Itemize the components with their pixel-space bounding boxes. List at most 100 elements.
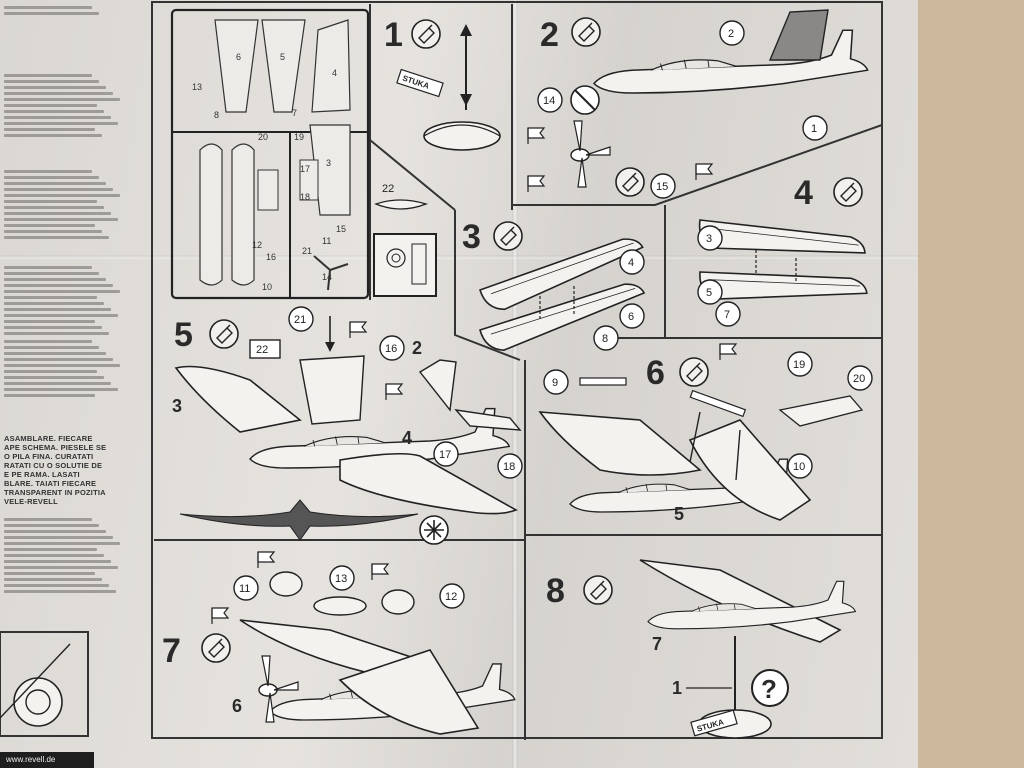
step-number: 7 xyxy=(162,632,181,670)
decal-flag-icon xyxy=(257,551,275,569)
text-line xyxy=(4,548,97,551)
propeller xyxy=(570,120,611,188)
part-callout: 6 xyxy=(232,696,242,716)
wing-left xyxy=(538,411,702,476)
text-line xyxy=(4,236,109,239)
text-line xyxy=(4,224,95,227)
sprue-label: 8 xyxy=(214,110,219,120)
glue-tube-icon xyxy=(615,167,645,197)
display-stand-base xyxy=(423,121,501,151)
decal-flag-icon xyxy=(527,175,545,193)
part-callout: 17 xyxy=(439,449,451,461)
part-callout: 7 xyxy=(652,634,662,654)
part-callout: 20 xyxy=(853,373,865,385)
question-mark-icon: ? xyxy=(751,669,789,707)
text-line xyxy=(4,314,118,317)
text-line xyxy=(4,194,120,197)
text-line xyxy=(4,302,104,305)
text-line xyxy=(4,560,111,563)
part-callout: 4 xyxy=(628,257,634,269)
text-line xyxy=(4,206,104,209)
text-line xyxy=(4,110,104,113)
stabilizer xyxy=(454,409,522,431)
sprue-label: 4 xyxy=(332,68,337,78)
sprue-label: 17 xyxy=(300,164,310,174)
step-number: 8 xyxy=(546,572,565,610)
text-line xyxy=(4,104,97,107)
text-line xyxy=(4,134,102,137)
part-callout: 12 xyxy=(445,591,457,603)
text-line xyxy=(4,278,106,281)
text-line xyxy=(4,212,111,215)
canopy-detail: 22 xyxy=(373,183,437,297)
text-line xyxy=(4,346,99,349)
text-line xyxy=(4,364,120,367)
glue-tube-icon xyxy=(209,319,239,349)
glue-tube-icon xyxy=(833,177,863,207)
decal-flag-icon xyxy=(371,563,389,581)
glue-tube-icon xyxy=(201,633,231,663)
landing-gear-fairing xyxy=(381,589,415,615)
step-number: 6 xyxy=(646,354,665,392)
side-text-heading: ASAMBLARE. FIECARE APE SCHEMA. PIESELE S… xyxy=(4,434,107,506)
no-glue-icon xyxy=(570,85,600,115)
text-block-lines xyxy=(4,266,120,338)
part-callout: 14 xyxy=(543,95,555,107)
glue-tube-icon xyxy=(583,575,613,605)
text-line xyxy=(4,530,106,533)
step-4: 4 3 5 7 xyxy=(693,174,870,327)
text-line xyxy=(4,74,92,77)
sprue-label: 3 xyxy=(326,158,331,168)
text-block-lines xyxy=(4,6,99,18)
decal-flag-icon xyxy=(527,127,545,145)
text-line xyxy=(4,290,120,293)
part-callout: 18 xyxy=(503,461,515,473)
glue-tube-icon xyxy=(411,19,441,49)
part-callout: 9 xyxy=(552,377,558,389)
text-line xyxy=(4,128,95,131)
text-line xyxy=(4,176,99,179)
part-callout: 1 xyxy=(672,678,682,698)
text-line xyxy=(4,524,99,527)
part-callout: 19 xyxy=(793,359,805,371)
panel-separators xyxy=(154,4,883,740)
text-line xyxy=(4,170,92,173)
part-callout: 13 xyxy=(335,573,347,585)
text-line xyxy=(4,230,102,233)
decal-flag-icon xyxy=(695,163,713,181)
sprue-label: 19 xyxy=(294,132,304,142)
glue-tube-icon xyxy=(571,17,601,47)
text-block-lines xyxy=(4,518,120,596)
step-8: 8 STUKA 7 1 ? xyxy=(546,559,856,739)
text-line xyxy=(4,578,102,581)
text-line xyxy=(4,572,95,575)
part-label-22: 22 xyxy=(382,183,394,195)
text-line xyxy=(4,80,99,83)
text-line xyxy=(4,518,92,521)
text-block-lines xyxy=(4,170,120,242)
sprue-part-4 xyxy=(311,19,351,113)
step-3: 3 4 6 8 xyxy=(462,218,651,355)
text-line xyxy=(4,542,120,545)
part-callout: 6 xyxy=(628,311,634,323)
cropped-diagram-fragment xyxy=(0,631,89,737)
sprue-label: 20 xyxy=(258,132,268,142)
text-line xyxy=(4,370,97,373)
text-line xyxy=(4,394,95,397)
text-line xyxy=(4,358,113,361)
text-line xyxy=(4,332,109,335)
part-callout: 2 xyxy=(412,338,422,358)
step-number: 5 xyxy=(174,316,193,354)
part-callout: 3 xyxy=(172,396,182,416)
wing xyxy=(639,559,842,643)
text-line xyxy=(4,590,116,593)
text-line xyxy=(4,352,106,355)
text-line xyxy=(4,12,99,15)
text-line xyxy=(4,584,109,587)
part-callout: 8 xyxy=(602,333,608,345)
glue-tube-icon xyxy=(679,357,709,387)
canopy-part xyxy=(299,355,365,425)
sprue-label: 16 xyxy=(266,252,276,262)
decal-flag-icon xyxy=(719,343,737,361)
step-number: 4 xyxy=(794,174,813,212)
